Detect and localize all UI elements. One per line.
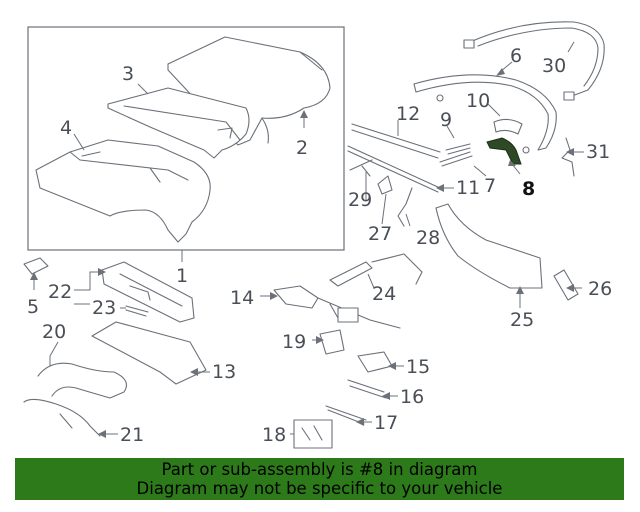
label-8: 8: [522, 178, 535, 200]
label-6: 6: [510, 45, 522, 67]
label-27: 27: [368, 223, 392, 245]
part-6-roof-frame[interactable]: [413, 74, 557, 154]
leader-lines: [30, 41, 584, 438]
label-4: 4: [60, 117, 72, 139]
part-23-clip[interactable]: [125, 305, 149, 317]
part-27-bracket[interactable]: [377, 175, 393, 195]
part-30-upper-rail[interactable]: [463, 21, 605, 101]
label-15: 15: [406, 356, 430, 378]
callout-labels: 2 3 4 1 6 30 10 9 8 7 12 11 31 29 27 28 …: [27, 45, 612, 446]
label-2: 2: [296, 137, 308, 159]
part-13-panel[interactable]: [91, 321, 207, 385]
label-18: 18: [262, 424, 286, 446]
part-26-trim-piece[interactable]: [553, 269, 579, 301]
part-22-storage-tray[interactable]: [101, 261, 195, 323]
part-31-link[interactable]: [561, 137, 575, 177]
part-19-bracket[interactable]: [319, 329, 345, 355]
part-15-bracket[interactable]: [357, 351, 393, 373]
part-18-clips[interactable]: [293, 419, 333, 449]
label-28: 28: [416, 227, 440, 249]
label-3: 3: [122, 63, 134, 85]
parts-diagram: 2 3 4 1 6 30 10 9 8 7 12 11 31 29 27 28 …: [23, 21, 612, 449]
label-26: 26: [588, 278, 612, 300]
label-11: 11: [456, 177, 480, 199]
part-28-link[interactable]: [397, 187, 413, 227]
part-7-seal[interactable]: [439, 151, 473, 167]
label-25: 25: [510, 309, 534, 331]
label-24: 24: [372, 283, 396, 305]
part-16-rail[interactable]: [347, 379, 387, 399]
part-2-roof-panel[interactable]: [167, 36, 331, 146]
label-14: 14: [230, 287, 254, 309]
part-9-seal[interactable]: [445, 143, 471, 155]
banner-line-disclaimer: Diagram may not be specific to your vehi…: [136, 479, 503, 498]
label-17: 17: [374, 412, 398, 434]
label-19: 19: [282, 331, 306, 353]
assembly-frame: [27, 26, 345, 251]
part-29-clip[interactable]: [349, 159, 373, 177]
part-11-rail[interactable]: [347, 145, 441, 193]
label-9: 9: [440, 109, 452, 131]
label-22: 22: [48, 281, 72, 303]
part-20-cable[interactable]: [37, 362, 127, 399]
label-7: 7: [484, 175, 496, 197]
label-12: 12: [396, 103, 420, 125]
label-13: 13: [212, 361, 236, 383]
part-8-highlighted-bracket[interactable]: [486, 137, 522, 165]
label-23: 23: [92, 297, 116, 319]
label-1: 1: [176, 265, 188, 287]
label-21: 21: [120, 424, 144, 446]
label-29: 29: [348, 189, 372, 211]
label-20: 20: [42, 321, 66, 343]
part-24-bracket[interactable]: [329, 253, 423, 287]
part-21-cable[interactable]: [23, 398, 101, 437]
part-10-bracket[interactable]: [493, 118, 523, 135]
part-5-cap[interactable]: [23, 257, 49, 275]
banner-line-part-number: Part or sub-assembly is #8 in diagram: [161, 460, 478, 479]
part-3-middle-panel[interactable]: [107, 87, 250, 159]
label-10: 10: [466, 90, 490, 112]
status-banner: Part or sub-assembly is #8 in diagram Di…: [15, 458, 624, 500]
part-12-rail[interactable]: [351, 123, 441, 159]
label-5: 5: [27, 296, 39, 318]
label-31: 31: [586, 141, 610, 163]
part-14-mechanism[interactable]: [273, 285, 401, 329]
part-4-front-panel[interactable]: [35, 139, 211, 243]
part-25-side-trim[interactable]: [435, 203, 543, 289]
label-16: 16: [400, 386, 424, 408]
label-30: 30: [542, 55, 566, 77]
